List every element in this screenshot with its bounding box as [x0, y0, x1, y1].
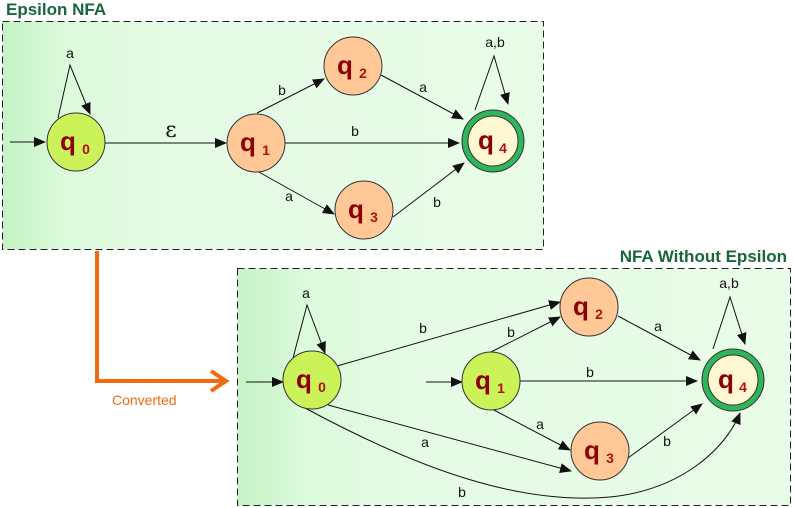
edge-label: b	[586, 364, 594, 380]
state-label: q	[348, 194, 364, 224]
state-label: q	[584, 435, 600, 465]
state-label: q	[296, 364, 312, 394]
state-q4-final: q 4	[701, 348, 765, 412]
state-q4-final: q 4	[461, 109, 525, 173]
edge-label: b	[419, 320, 427, 336]
edge-q3-q4	[392, 162, 465, 218]
edge-label: a	[302, 285, 310, 301]
state-subscript: 2	[595, 306, 603, 322]
edge-label: b	[458, 484, 466, 500]
edge-q0-q2	[336, 300, 561, 367]
state-subscript: 4	[499, 140, 507, 156]
state-subscript: 0	[318, 379, 326, 395]
edge-q1-q3	[491, 408, 571, 451]
edge-label: b	[278, 82, 286, 98]
panel-title-nfa-without-epsilon: NFA Without Epsilon	[620, 247, 787, 266]
edge-q1-q3	[256, 170, 335, 215]
state-subscript: 3	[370, 209, 378, 225]
state-subscript: 2	[359, 65, 367, 81]
edge-q0-q0	[57, 63, 91, 119]
edge-label: a,b	[719, 275, 739, 291]
state-subscript: 1	[497, 380, 505, 396]
conversion-arrow: Converted	[95, 251, 230, 408]
state-label: q	[573, 291, 589, 321]
edge-label: a	[421, 434, 429, 450]
edge-label: a	[285, 188, 293, 204]
state-q1: q 1	[461, 351, 521, 411]
state-q1: q 1	[226, 113, 286, 173]
edge-q2-q4	[617, 315, 701, 361]
edge-q4-q4	[712, 295, 747, 350]
edge-label: a,b	[485, 34, 505, 50]
state-q0: q 0	[46, 112, 106, 172]
state-label: q	[718, 364, 734, 394]
state-label: q	[240, 127, 256, 157]
edge-label-epsilon: ε	[165, 118, 176, 143]
edge-label: b	[433, 194, 441, 210]
edge-q1-q2	[256, 78, 325, 114]
edge-q2-q4	[380, 74, 464, 120]
edge-q0-q4	[304, 407, 741, 499]
panel-epsilon-nfa: Epsilon NFA a ε b b a a b a,b q 0	[2, 0, 544, 250]
edge-label: b	[663, 433, 671, 449]
state-q0: q 0	[282, 350, 342, 410]
state-q3: q 3	[334, 180, 394, 240]
edge-q0-q3	[327, 404, 572, 473]
panel-title-epsilon-nfa: Epsilon NFA	[6, 0, 106, 19]
state-subscript: 0	[82, 141, 90, 157]
panel-nfa-without-epsilon: NFA Without Epsilon a b a b b b a a b	[237, 247, 791, 506]
state-label: q	[478, 125, 494, 155]
edge-q4-q4	[474, 54, 510, 111]
state-label: q	[475, 365, 491, 395]
state-label: q	[337, 50, 353, 80]
state-subscript: 3	[606, 450, 614, 466]
edge-q3-q4	[627, 403, 703, 459]
edge-q0-q0	[292, 303, 326, 359]
edge-label: a	[419, 79, 427, 95]
edge-q1-q2	[490, 316, 561, 353]
state-subscript: 4	[739, 379, 747, 395]
state-label: q	[60, 126, 76, 156]
state-q2: q 2	[559, 277, 619, 337]
state-subscript: 1	[262, 142, 270, 158]
state-q3: q 3	[570, 421, 630, 481]
edge-label: a	[536, 416, 544, 432]
edge-label: a	[66, 45, 74, 61]
conversion-label: Converted	[112, 392, 177, 408]
edge-label: a	[654, 318, 662, 334]
edge-label: b	[351, 123, 359, 139]
edge-label: b	[507, 324, 515, 340]
state-q2: q 2	[323, 36, 383, 96]
